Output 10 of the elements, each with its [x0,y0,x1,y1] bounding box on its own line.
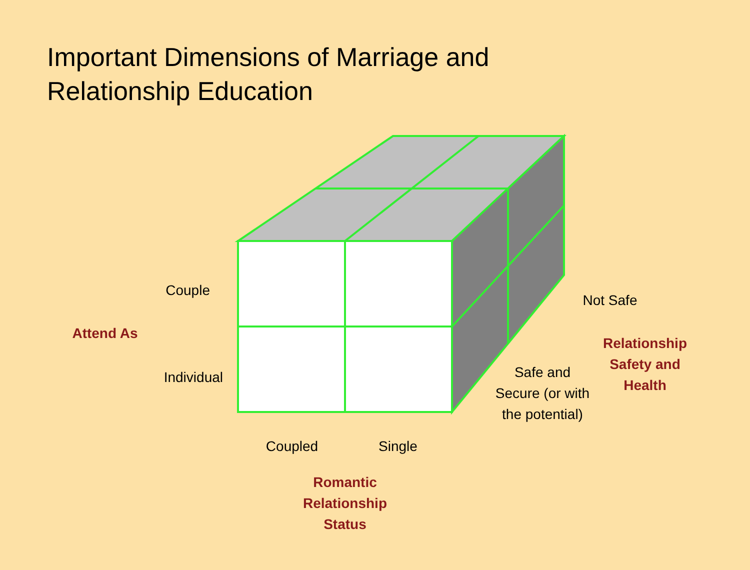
axis-value: Not Safe [582,291,638,310]
axis-value: Individual [162,368,223,387]
axis-value: Couple [164,281,210,300]
axis-title: Romantic Relationship Status [302,473,388,534]
axis-value: Safe and Secure (or with the potential) [495,363,590,424]
axis-title: Attend As [71,324,139,343]
axis-value: Coupled [264,437,320,456]
axis-value: Single [378,437,418,456]
axis-title: Relationship Safety and Health [602,334,688,395]
title: Important Dimensions of Marriage and Relationship Education [47,41,490,108]
